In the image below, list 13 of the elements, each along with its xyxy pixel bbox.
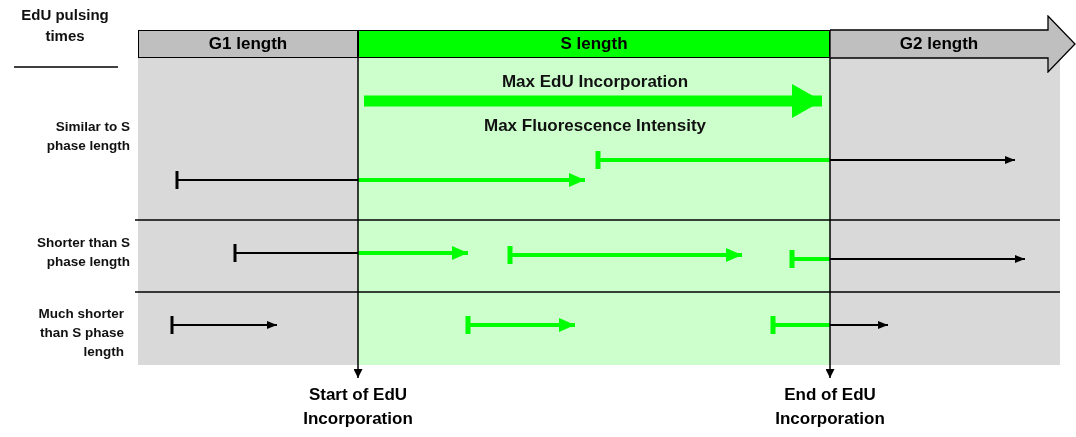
annotation-text: Max EdU Incorporation [500,71,690,93]
axis-label: Start of EdU Incorporation [268,378,448,436]
row-label: Similar to S phase length [45,118,130,155]
arrow [353,57,363,379]
phase-band: G1 length [138,30,358,58]
annotation-text: Max Fluorescence Intensity [483,115,707,137]
arrow [825,57,835,379]
axis-label: End of EdU Incorporation [740,378,920,436]
row-label: Shorter than S phase length [36,234,130,271]
row-label: Much shorter than S phase length [37,305,124,361]
phase-band: S length [358,30,830,58]
phase-arrow-band: G2 length [830,15,1076,73]
column-heading: EdU pulsing times [20,5,110,46]
